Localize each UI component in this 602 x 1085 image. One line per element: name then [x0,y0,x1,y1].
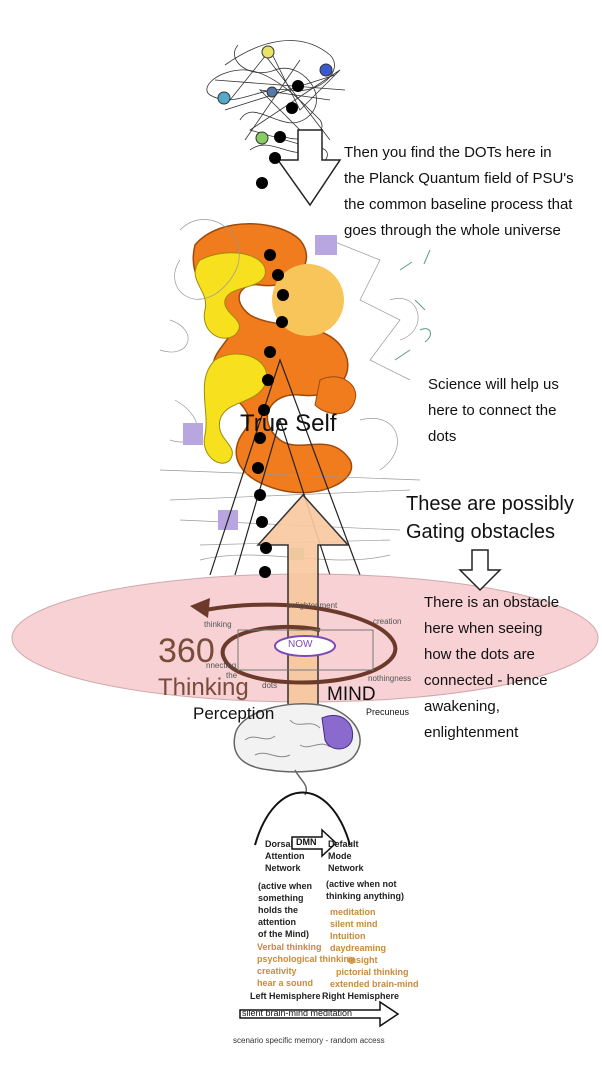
activity-line: Intuition [330,931,366,941]
network-line: Attention [265,851,305,861]
chaos-scribbles [159,219,421,561]
dorsal-description: (active when something holds the attenti… [258,880,312,940]
description-line: something [258,893,304,903]
connecting-label: nnecting [206,661,237,670]
nothingness-label: nothingness [368,674,412,683]
default-activities: meditation silent mind Intuition daydrea… [330,906,419,990]
squiggles-right [394,249,431,361]
activity-line: meditation [330,907,376,917]
annotation-line: awakening, [424,698,500,715]
annotation-science: Science will help us here to connect the… [428,372,559,450]
right-hemisphere-label: Right Hemisphere [322,991,400,1001]
planck-scribble [206,40,346,166]
description-line: (active when [258,881,313,891]
annotation-line: These are possibly [406,493,574,515]
annotation-line: here when seeing [424,620,543,637]
down-arrow-top [276,129,342,207]
enlightenment-small-label: enlightenment [287,601,338,610]
dots-small-label: dots [262,681,278,690]
annotation-line: enlightenment [424,724,519,741]
dorsal-network-label: Dorsal Attention Network [265,838,305,874]
annotation-line: dots [428,428,457,445]
annotation-line: the common baseline process that [344,196,573,213]
creation-label: creation [373,617,402,626]
activity-line: hear a sound [257,978,314,988]
annotation-line: There is an obstacle [424,594,560,611]
annotation-dots-planck: Then you find the DOTs here in the Planc… [344,140,574,244]
true-self-blob [192,223,357,494]
the-label: the [226,671,238,680]
activity-line: pictorial thinking [336,967,409,977]
description-line: (active when not [326,879,397,889]
description-line: attention [258,917,296,927]
activity-line: daydreaming [330,943,387,953]
description-line: thinking anything) [326,891,404,901]
default-description: (active when not thinking anything) [326,878,404,902]
now-label: NOW [288,639,313,650]
down-arrow-small [458,549,502,592]
true-self-label: True Self [240,410,337,437]
activity-line: extended brain-mind [330,979,419,989]
bell-arch [254,791,351,846]
perception-label: Perception [193,704,275,723]
annotation-line: Science will help us [428,376,559,393]
spiral-head [190,598,210,618]
annotation-line: how the dots are [424,646,535,663]
network-line: Network [328,863,364,873]
now-ellipse [274,635,336,657]
network-line: Dorsal [265,839,294,849]
meditation-arrow-label: silent brain-mind meditation [242,1008,353,1018]
annotation-line: here to connect the [428,402,557,419]
annotation-line: Then you find the DOTs here in [344,144,552,161]
mind-label: MIND [327,684,376,705]
dots-chain [252,80,304,578]
activity-line: psychological thinking [257,954,355,964]
network-line: Mode [328,851,352,861]
activity-line: insight [348,955,378,965]
default-network-label: Default Mode Network [328,838,364,874]
annotation-obstacle: There is an obstacle here when seeing ho… [424,590,559,746]
footer-caption: scenario specific memory - random access [233,1036,385,1045]
network-line: Network [265,863,301,873]
purple-square-1 [315,235,337,255]
description-line: of the Mind) [258,929,309,939]
brain [233,703,361,796]
thinking-small-label: thinking [204,620,232,629]
degree-360-label: 360 [158,632,215,670]
hemisphere-arrow [239,1000,400,1028]
network-line: Default [328,839,359,849]
activity-line: Verbal thinking [257,942,322,952]
annotation-line: Gating obstacles [406,521,555,543]
activity-line: creativity [257,966,297,976]
purple-square-2 [183,423,203,445]
dmn-arrow [291,828,338,858]
inner-box [237,629,374,671]
dmn-label: DMN [296,837,317,847]
activity-line: silent mind [330,919,378,929]
dorsal-activities: Verbal thinking psychological thinking c… [257,941,355,989]
annotation-line: the Planck Quantum field of PSU's [344,170,574,187]
precuneus-label: Precuneus [366,707,410,717]
annotation-line: connected - hence [424,672,548,689]
thinking-label: Thinking [158,674,249,701]
annotation-line: goes through the whole universe [344,222,561,239]
left-hemisphere-label: Left Hemisphere [250,991,321,1001]
description-line: holds the [258,905,298,915]
annotation-gating: These are possibly Gating obstacles [406,490,574,546]
